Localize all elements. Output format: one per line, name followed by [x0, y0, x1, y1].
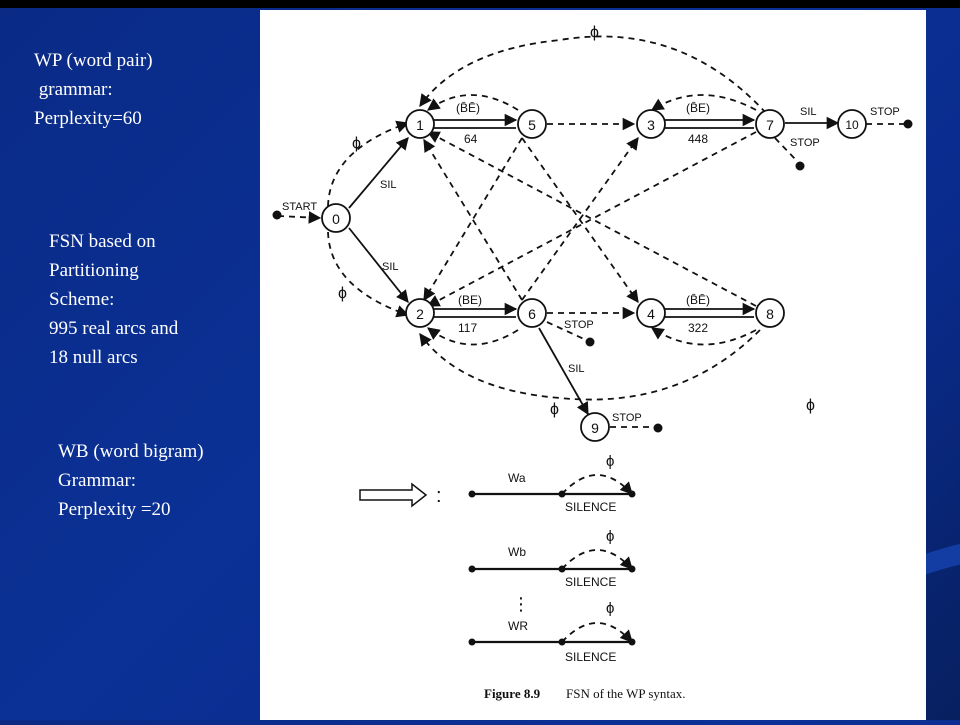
sil-label-6-9: SIL: [568, 363, 585, 375]
svg-text:5: 5: [528, 117, 536, 133]
count-322: 322: [688, 321, 708, 335]
stop-label-7: STOP: [790, 137, 820, 149]
phi-label-top-left: ϕ: [352, 135, 361, 152]
phi-a: ϕ: [606, 453, 614, 470]
fsn-line-1: FSN based on: [49, 231, 156, 252]
be-bar-label-4-8: (B̄Ē): [686, 293, 710, 307]
phi-label-bottom: ϕ: [550, 401, 559, 418]
node-6: 6: [517, 298, 547, 328]
wp-line-1: WP (word pair): [34, 50, 153, 71]
silence-row-a: Wa ϕ SILENCE: [468, 453, 636, 514]
phi-label-bottom-left: ϕ: [338, 285, 347, 302]
word-a-label: Wa: [508, 471, 526, 485]
node-7: 7: [755, 109, 785, 139]
svg-text:10: 10: [845, 118, 859, 132]
node-0: 0: [321, 203, 351, 233]
count-448: 448: [688, 132, 708, 146]
wb-line-2: Grammar:: [58, 470, 137, 491]
top-border: [0, 0, 960, 8]
be-bar-label-1-5: (B̄Ē): [456, 101, 480, 115]
svg-text:8: 8: [766, 306, 774, 322]
sil-label-top: SIL: [380, 179, 397, 191]
hollow-arrow: [359, 482, 428, 508]
node-3: 3: [636, 109, 666, 139]
node-8: 8: [755, 298, 785, 328]
sil-label-7-10: SIL: [800, 106, 817, 118]
svg-text:6: 6: [528, 306, 536, 322]
caption-label: Figure 8.9: [484, 686, 541, 701]
fsn-diagram: 0 1 2 5 6 3 4: [272, 24, 913, 701]
phi-r: ϕ: [606, 600, 614, 617]
fsn-line-2: Partitioning: [49, 260, 139, 281]
wb-line-1: WB (word bigram): [58, 441, 204, 462]
fsn-line-3: Scheme:: [49, 289, 115, 310]
silence-b-label: SILENCE: [565, 575, 616, 589]
count-117: 117: [458, 321, 477, 335]
word-r-label: WR: [508, 619, 528, 633]
fsn-line-4: 995 real arcs and: [49, 318, 179, 339]
node-2: 2: [405, 298, 435, 328]
be-label-2-6: (BE): [458, 293, 482, 307]
phi-label-top: ϕ: [590, 24, 599, 41]
phi-b: ϕ: [606, 528, 614, 545]
sil-label-bottom: SIL: [382, 261, 399, 273]
node-1: 1: [405, 109, 435, 139]
svg-text:0: 0: [332, 211, 340, 227]
silence-a-label: SILENCE: [565, 500, 616, 514]
nodes: 0 1 2 5 6 3 4: [321, 109, 867, 442]
count-64: 64: [464, 132, 478, 146]
svg-text:3: 3: [647, 117, 655, 133]
node-10: 10: [837, 109, 867, 139]
wb-grammar-note: WB (word bigram) Grammar: Perplexity =20: [58, 437, 204, 524]
wp-grammar-note: WP (word pair) grammar: Perplexity=60: [34, 46, 153, 133]
wp-line-2: grammar:: [34, 79, 113, 100]
caption-text: FSN of the WP syntax.: [566, 686, 686, 701]
silence-row-b: Wb ϕ SILENCE: [468, 528, 636, 589]
node-9: 9: [580, 412, 610, 442]
edge-labels: START SIL SIL ϕ ϕ ϕ ϕ ϕ (B̄Ē) 64 (BE) 11…: [282, 24, 900, 424]
svg-text:4: 4: [647, 306, 655, 322]
svg-text:9: 9: [591, 420, 599, 436]
node-4: 4: [636, 298, 666, 328]
stop-label-10: STOP: [870, 106, 900, 118]
phi-label-right: ϕ: [806, 397, 815, 414]
be-bar-label-3-7: (B̄E): [686, 101, 710, 115]
fsn-figure: 0 1 2 5 6 3 4: [260, 10, 926, 720]
stop-label-9: STOP: [612, 412, 642, 424]
word-b-label: Wb: [508, 545, 526, 559]
fsn-line-5: 18 null arcs: [49, 347, 138, 368]
diagram-edges: [277, 35, 904, 428]
silence-legend: : Wa ϕ SILENCE Wb ϕ SILENCE: [359, 453, 636, 664]
stop-terminals: [272, 119, 913, 433]
fsn-note: FSN based on Partitioning Scheme: 995 re…: [49, 227, 178, 372]
wp-line-3: Perplexity=60: [34, 108, 142, 129]
stop-label-6: STOP: [564, 319, 594, 331]
svg-text:1: 1: [416, 117, 424, 133]
svg-text:7: 7: [766, 117, 774, 133]
wb-line-3: Perplexity =20: [58, 499, 171, 520]
silence-r-label: SILENCE: [565, 650, 616, 664]
svg-text:2: 2: [416, 306, 424, 322]
silence-row-r: WR ϕ SILENCE: [468, 600, 636, 664]
node-5: 5: [517, 109, 547, 139]
start-label: START: [282, 201, 317, 213]
vertical-dots: ⋮: [512, 594, 530, 614]
legend-colon: :: [436, 485, 442, 507]
